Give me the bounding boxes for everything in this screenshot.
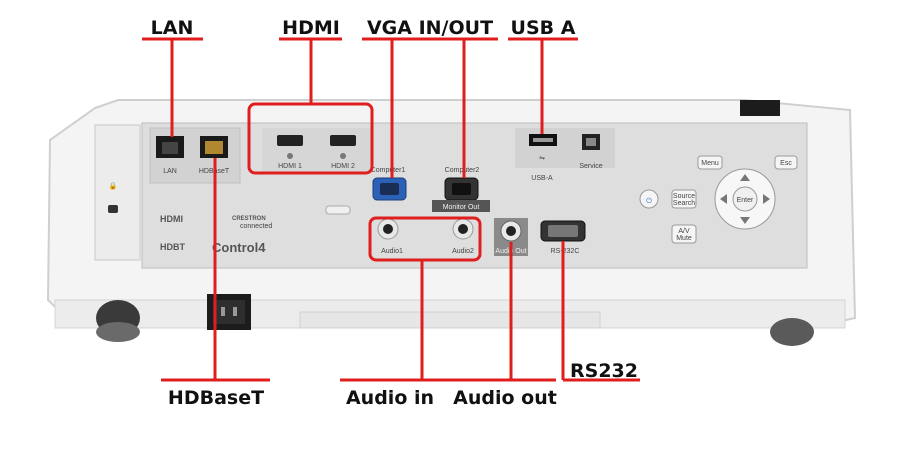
callout-usb-a: USB A xyxy=(511,17,576,39)
lock-icon: 🔒 xyxy=(109,182,118,190)
audio1-label: Audio1 xyxy=(381,248,403,255)
logos: HDMI HDBT CRESTRON connected Control4 xyxy=(160,214,272,255)
rs232c-port: RS-232C xyxy=(540,220,586,255)
hdmi-ports: HDMI 1 HDMI 2 xyxy=(262,128,372,172)
callout-vga: VGA IN/OUT xyxy=(367,17,493,39)
lan-port-label: LAN xyxy=(163,168,177,175)
panel-left-recess: 🔒 xyxy=(94,124,141,261)
source-search-line1: Source xyxy=(673,193,695,200)
av-mute-line1: A/V xyxy=(678,228,690,235)
service-label: Service xyxy=(579,163,602,170)
usb-symbol-icon: ⇋ xyxy=(539,155,545,162)
control4-logo: Control4 xyxy=(212,240,266,255)
audio2-label: Audio2 xyxy=(452,248,474,255)
control-keypad: ⏻ Source Search A/V Mute Menu Esc Enter xyxy=(639,155,798,244)
callout-lan: LAN xyxy=(151,17,194,39)
power-icon: ⏻ xyxy=(646,197,652,205)
vga-ports: Computer1 Computer2 Monitor Out xyxy=(325,167,490,215)
callout-audio-in: Audio in xyxy=(346,387,434,409)
callout-labels: LAN HDMI VGA IN/OUT USB A RS232 HDBaseT … xyxy=(151,17,638,409)
hdbt-logo: HDBT xyxy=(160,242,185,252)
callout-hdmi: HDMI xyxy=(282,17,340,39)
down-arrow-icon xyxy=(740,217,750,224)
crestron-sub-logo: connected xyxy=(240,223,272,230)
source-search-line2: Search xyxy=(673,200,695,207)
lan-port: LAN xyxy=(156,136,184,175)
callout-rs232: RS232 xyxy=(570,360,638,382)
menu-label: Menu xyxy=(701,160,719,167)
crestron-logo: CRESTRON xyxy=(232,216,266,222)
up-arrow-icon xyxy=(740,174,750,181)
enter-label: Enter xyxy=(737,197,754,204)
usb-service-area: ⇋ USB-A Service xyxy=(515,128,615,182)
esc-label: Esc xyxy=(780,160,792,167)
usb-a-label: USB-A xyxy=(531,175,553,182)
rs232c-label: RS-232C xyxy=(551,248,580,255)
hdmi2-label: HDMI 2 xyxy=(331,163,355,170)
callout-audio-out: Audio out xyxy=(453,387,557,409)
audio-in-highlight xyxy=(368,216,482,262)
hdmi-logo: HDMI xyxy=(160,214,183,224)
av-mute-line2: Mute xyxy=(676,235,692,242)
computer1-label: Computer1 xyxy=(371,167,406,174)
hdmi1-label: HDMI 1 xyxy=(278,163,302,170)
left-arrow-icon xyxy=(720,194,727,204)
callout-hdbaset: HDBaseT xyxy=(168,387,264,409)
computer2-label: Computer2 xyxy=(445,167,480,174)
monitor-out-label: Monitor Out xyxy=(443,204,480,211)
right-arrow-icon xyxy=(763,194,770,204)
leader-lines xyxy=(142,37,640,382)
